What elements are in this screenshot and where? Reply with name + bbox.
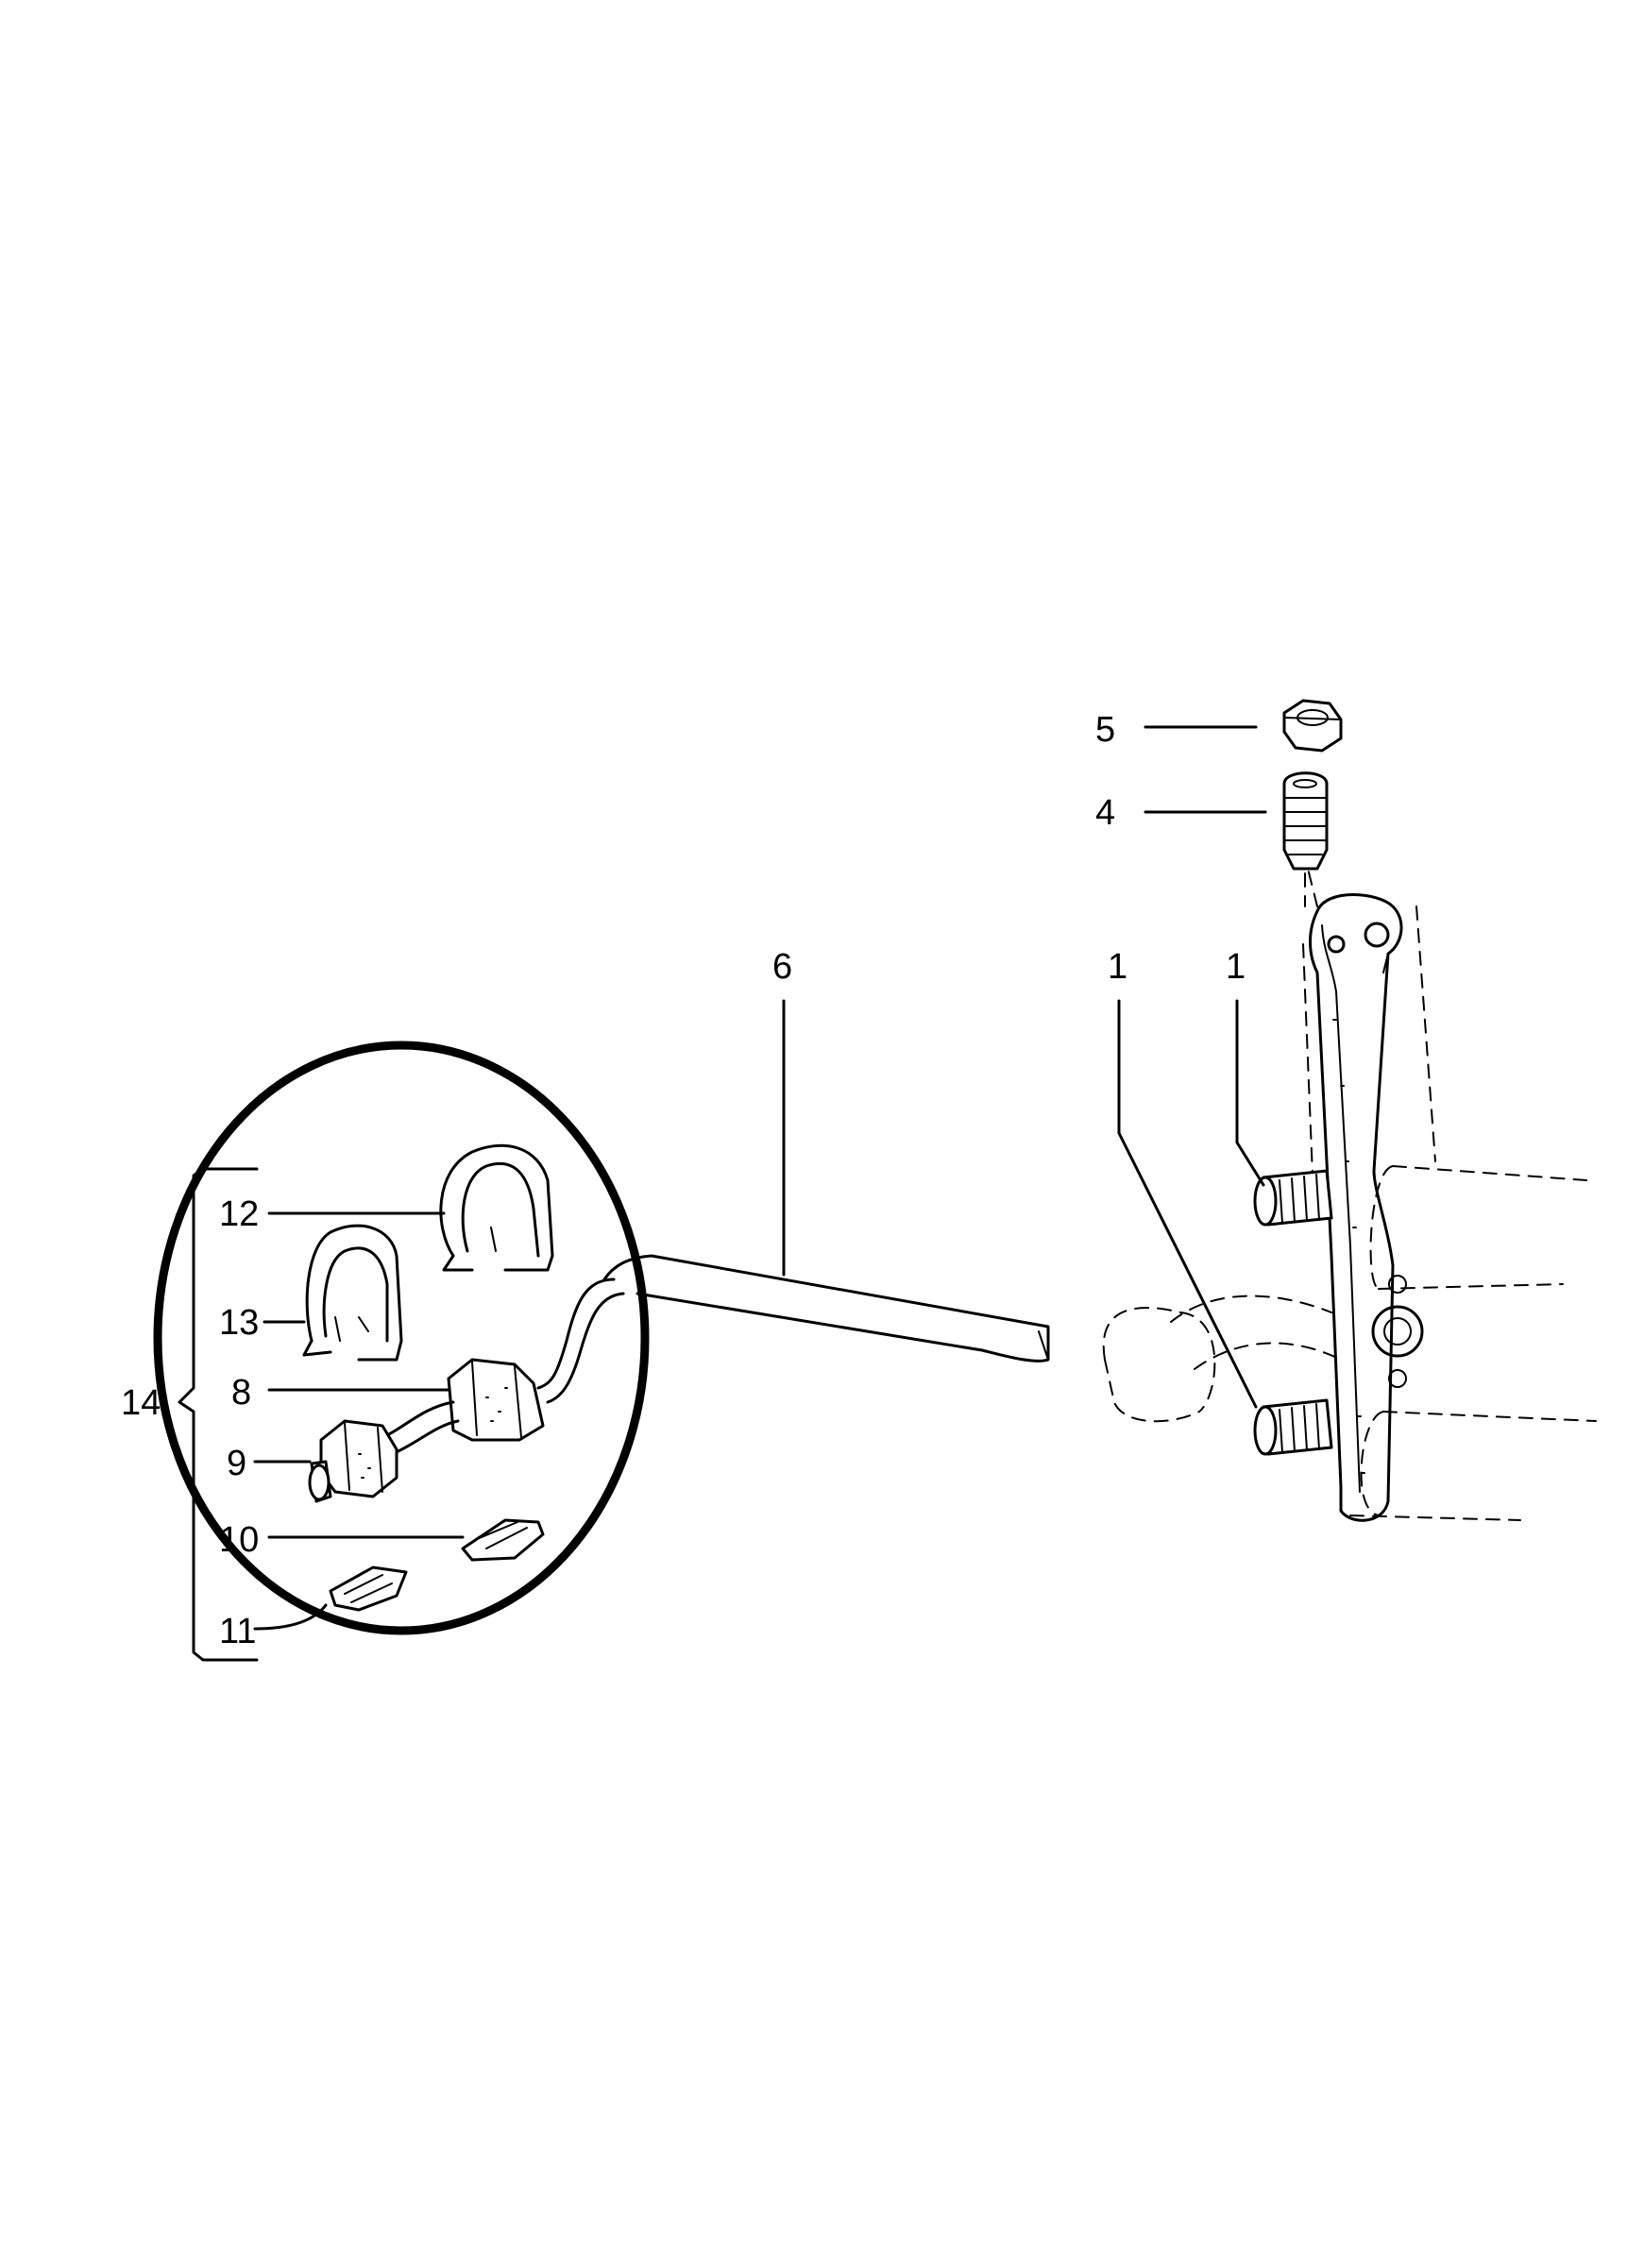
callout-5: 5: [1095, 710, 1115, 750]
hex-nut: [1282, 699, 1343, 753]
housing-phantom: [1102, 849, 1597, 1521]
callout-8: 8: [231, 1373, 251, 1413]
clip-11: [329, 1566, 408, 1612]
clip-10: [461, 1518, 545, 1562]
leader-lines: [253, 725, 1267, 1631]
callout-11: 11: [219, 1612, 256, 1651]
cable-rod: [536, 1254, 1050, 1404]
callout-12: 12: [219, 1194, 259, 1234]
callout-14: 14: [121, 1383, 161, 1423]
clip-12: [439, 1143, 554, 1272]
stud-lower: [1253, 1398, 1333, 1456]
stud-upper: [1253, 1169, 1333, 1227]
detail-circle: [153, 1041, 650, 1635]
callout-9: 9: [227, 1444, 246, 1483]
grommet-8: [447, 1358, 545, 1442]
callout-10: 10: [219, 1520, 259, 1560]
grommet-9: [308, 1419, 398, 1503]
callout-13: 13: [219, 1303, 259, 1343]
callout-1-left: 1: [1108, 947, 1127, 987]
lever-plate: [1309, 893, 1424, 1522]
threaded-pin: [1282, 771, 1329, 907]
callout-6: 6: [772, 947, 792, 987]
bracket-14: [178, 1167, 259, 1662]
callout-labels: 5 4 6 1 1 12 13 14 8 9 10 11: [121, 710, 1246, 1651]
callout-1-right: 1: [1226, 947, 1246, 987]
callout-4: 4: [1095, 793, 1115, 833]
clip-13: [302, 1224, 403, 1362]
